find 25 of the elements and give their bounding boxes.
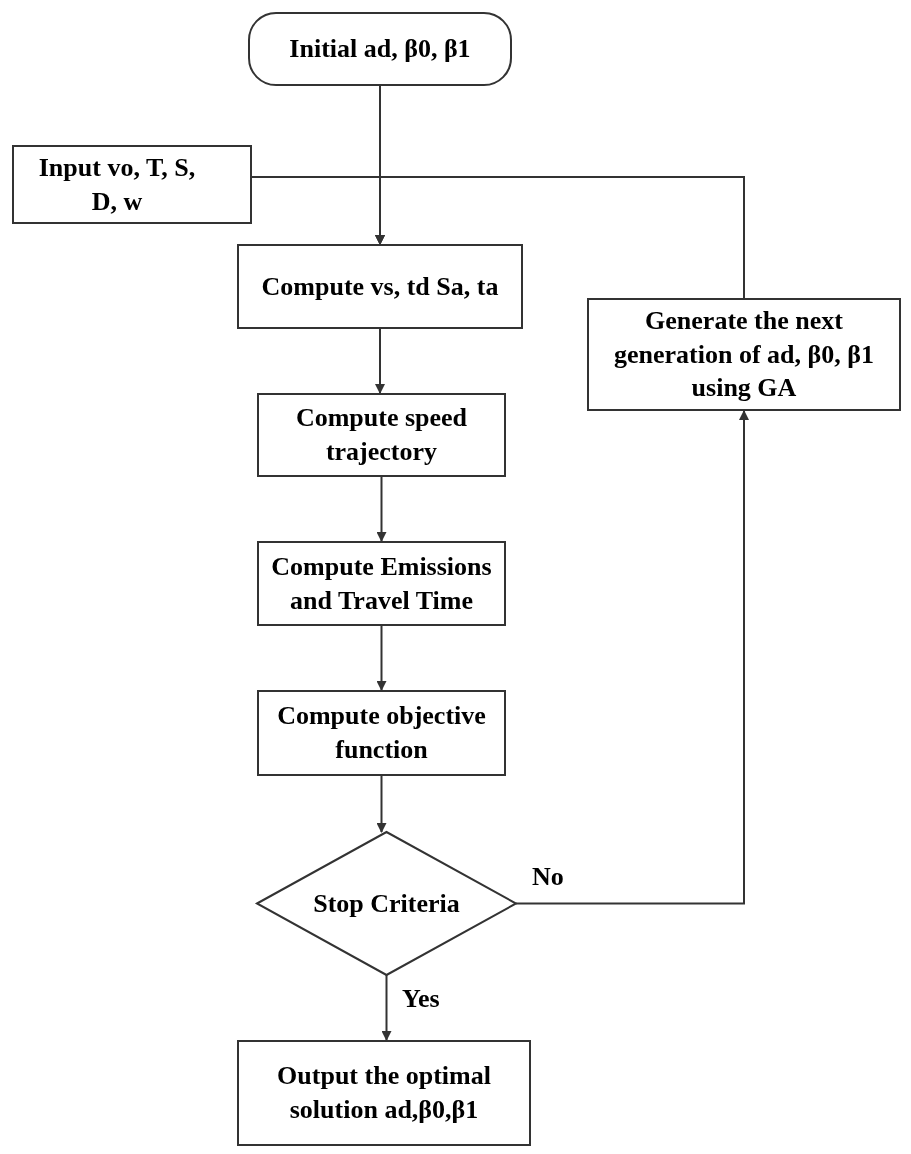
start-box [248, 12, 512, 86]
arrow [376, 625, 387, 691]
process-box [257, 393, 506, 477]
node-text: Initial ad, β0, β1 [289, 33, 471, 66]
node-text: Input vo, T, S, D, w [37, 151, 197, 218]
node-text: Output the optimal solution ad,β0,β1 [276, 1060, 492, 1126]
node-text: Compute vs, td Sa, ta [261, 270, 499, 303]
arrow [375, 328, 385, 394]
arrow [376, 476, 387, 542]
process-box [587, 298, 901, 411]
node-text: Generate the next generation of ad, β0, β1 using GA [613, 304, 875, 405]
process-box [257, 541, 506, 626]
process-box [237, 1040, 531, 1146]
node-text: Compute speed trajectory [294, 402, 469, 468]
process-box [12, 145, 252, 224]
process-box [257, 690, 506, 776]
process-box [237, 244, 523, 329]
node-text: Compute objective function [276, 700, 487, 766]
arrow [375, 176, 745, 299]
arrow [376, 775, 387, 833]
arrow [381, 974, 392, 1041]
node-text: Stop Criteria [313, 887, 460, 920]
decision-diamond [254, 830, 519, 977]
arrow [515, 410, 749, 905]
node-text: Compute Emissions and Travel Time [270, 550, 493, 617]
